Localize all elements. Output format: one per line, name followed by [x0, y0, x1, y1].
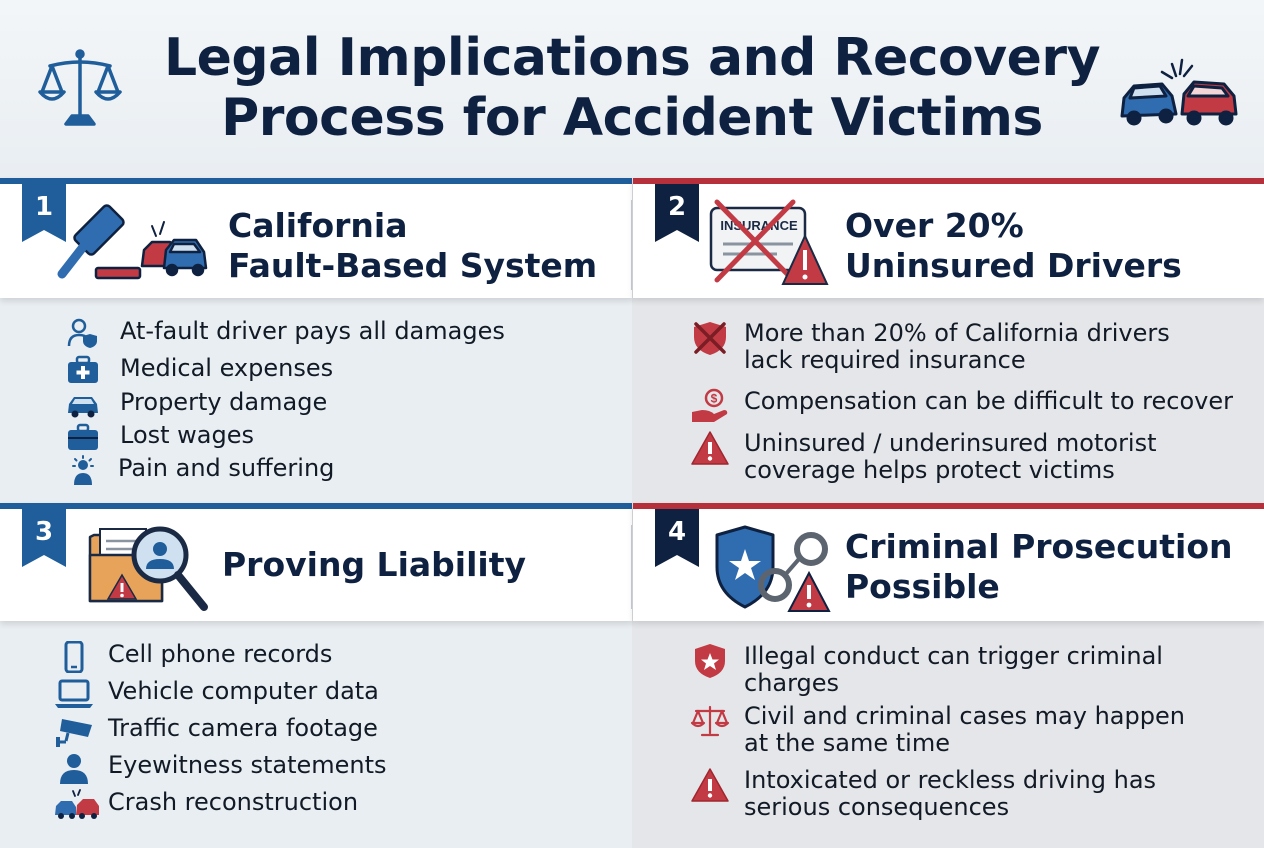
number-badge-3 [22, 509, 66, 567]
list-item: Illegal conduct can trigger criminal cha… [690, 643, 1163, 697]
briefcase-icon [68, 423, 98, 450]
warning-icon [691, 431, 729, 465]
section-2-header: 2 INSURANCE Over 20% Uninsured Drivers [633, 178, 1264, 298]
section-1-number: 1 [34, 192, 54, 222]
crash-icon [55, 789, 99, 819]
title-line-2: Process for Accident Victims [221, 88, 1043, 148]
row-2: 3 Proving Liability [0, 503, 1264, 848]
scales-of-justice-icon [38, 49, 122, 126]
medical-kit-icon [68, 355, 98, 383]
list-item: Property damage [66, 389, 327, 419]
list-item: Cell phone records [54, 641, 332, 673]
insurance-card-crossed-icon: INSURANCE [709, 199, 829, 285]
section-4-list: Illegal conduct can trigger criminal cha… [690, 641, 1250, 831]
section-2-list: More than 20% of California drivers lack… [690, 318, 1250, 488]
dollar-sign-icon: $ [711, 392, 718, 406]
section-1-header: 1 California Faul [0, 178, 632, 298]
section-3-title: Proving Liability [222, 545, 527, 584]
person-shield-icon [67, 318, 97, 348]
list-item: Intoxicated or reckless driving has seri… [690, 767, 1156, 821]
list-item: Vehicle computer data [54, 678, 379, 710]
number-badge-2 [655, 184, 699, 242]
person-pain-icon [72, 455, 94, 485]
badge-icon [695, 644, 725, 678]
gavel-cars-icon [57, 204, 208, 280]
section-3-list: Cell phone records Vehicle computer data… [54, 641, 614, 831]
number-badge-4 [655, 509, 699, 567]
laptop-icon [55, 679, 93, 708]
warning-icon [691, 768, 729, 802]
list-item: Lost wages [66, 422, 254, 452]
car-icon [68, 397, 98, 418]
list-item: $ Compensation can be difficult to recov… [690, 388, 1233, 424]
list-item: Uninsured / underinsured motorist covera… [690, 430, 1157, 484]
section-4-title: Criminal Prosecution Possible [845, 527, 1233, 606]
badge-handcuffs-icon [715, 525, 831, 612]
list-item: Eyewitness statements [54, 752, 387, 784]
row-1: 1 California Faul [0, 178, 1264, 503]
scales-icon [690, 705, 730, 737]
section-3-header: 3 Proving Liability [0, 503, 632, 621]
hand-money-icon: $ [692, 388, 728, 422]
section-2-title: Over 20% Uninsured Drivers [845, 206, 1182, 285]
person-icon [60, 754, 88, 784]
list-item: Civil and criminal cases may happen at t… [690, 703, 1185, 757]
list-item: Traffic camera footage [54, 715, 378, 747]
camera-icon [56, 719, 92, 747]
section-1-list: At-fault driver pays all damages Medical… [66, 318, 606, 488]
phone-icon [64, 641, 84, 673]
section-4-header: 4 Criminal Prosecution Possible [633, 503, 1264, 621]
list-item: Pain and suffering [66, 455, 334, 485]
title-line-1: Legal Implications and Recovery [164, 28, 1100, 88]
car-collision-icon [1120, 58, 1238, 126]
list-item: Crash reconstruction [54, 789, 358, 821]
shield-crossed-icon [694, 322, 726, 355]
section-3-number: 3 [34, 517, 54, 547]
section-4-number: 4 [667, 517, 687, 547]
list-item: At-fault driver pays all damages [66, 318, 505, 348]
title-area: Legal Implications and Recovery Process … [0, 0, 1264, 178]
section-2-number: 2 [667, 192, 687, 222]
folder-magnifier-icon [88, 526, 208, 611]
section-1-title: California Fault-Based System [228, 206, 598, 285]
number-badge-1 [22, 184, 66, 242]
page-title: Legal Implications and Recovery Process … [130, 28, 1134, 148]
insurance-card-label: INSURANCE [720, 218, 798, 233]
list-item: More than 20% of California drivers lack… [690, 320, 1170, 374]
list-item: Medical expenses [66, 355, 333, 385]
